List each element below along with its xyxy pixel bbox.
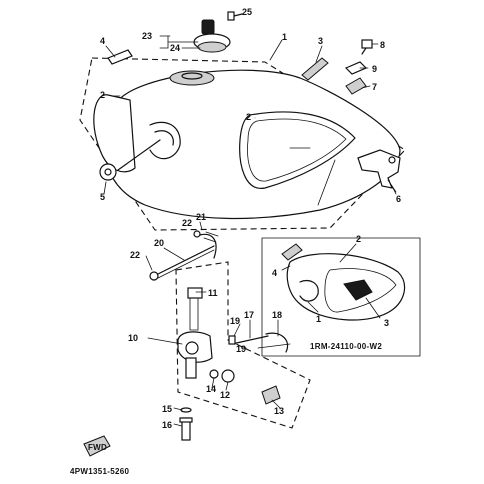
callout-11: 11 (208, 288, 218, 298)
fuel-cock-boundary (175, 261, 311, 429)
tank-assembly-boundary (79, 57, 406, 231)
o-ring (221, 369, 235, 383)
clip-bolt (361, 39, 373, 55)
callout-3: 3 (318, 36, 323, 46)
callout-10: 10 (128, 333, 138, 343)
callout-14: 14 (206, 384, 216, 394)
union-bolt (179, 417, 193, 441)
grommet-nut (99, 163, 117, 181)
callout-2-badge: 2 (246, 112, 251, 122)
callout-19-upper: 19 (230, 316, 240, 326)
fuel-tank (93, 69, 401, 220)
callout-25: 25 (242, 7, 252, 17)
clip-washer (345, 77, 367, 95)
callout-8: 8 (380, 40, 385, 50)
fuel-hose (199, 231, 219, 259)
callout-22-lower: 22 (130, 250, 140, 260)
callout-2: 2 (100, 90, 105, 100)
callout-20: 20 (154, 238, 164, 248)
inset-part-code: 1RM-24110-00-W2 (310, 342, 382, 351)
callout-17: 17 (244, 310, 254, 320)
mounting-bracket (357, 149, 401, 193)
inset-box (261, 237, 421, 357)
hose-clip (193, 230, 201, 238)
callout-12: 12 (220, 390, 230, 400)
leader-lines (103, 35, 397, 427)
inset-callout-4: 4 (272, 268, 277, 278)
fuel-cap (193, 19, 231, 53)
inset-tank (281, 243, 406, 321)
tank-emblem (301, 57, 329, 81)
inset-callout-2: 2 (356, 234, 361, 244)
fwd-label: FWD (88, 443, 107, 452)
sub-hose-clip (228, 335, 236, 345)
washer (180, 407, 192, 413)
fuel-cock (177, 287, 213, 379)
callout-18: 18 (272, 310, 282, 320)
callout-9: 9 (372, 64, 377, 74)
callout-13: 13 (274, 406, 284, 416)
callout-23: 23 (142, 31, 152, 41)
callout-15: 15 (162, 404, 172, 414)
holder-plate (107, 49, 133, 65)
cock-gasket (209, 369, 219, 379)
inset-callout-1: 1 (316, 314, 321, 324)
callout-24: 24 (170, 43, 180, 53)
callout-5: 5 (100, 192, 105, 202)
cap-screw (227, 11, 243, 21)
callout-22-upper: 22 (182, 218, 192, 228)
fwd-arrow-badge: FWD (83, 435, 111, 457)
breather-pipe (149, 245, 215, 281)
inset-callout-3: 3 (384, 318, 389, 328)
callout-6: 6 (396, 194, 401, 204)
callout-7: 7 (372, 82, 377, 92)
callout-1: 1 (282, 32, 287, 42)
callout-19-lower: 19 (236, 344, 246, 354)
callout-21: 21 (196, 212, 206, 222)
cock-screw (261, 385, 281, 405)
callout-4: 4 (100, 36, 105, 46)
diagram-code: 4PW1351-5260 (70, 467, 129, 476)
callout-16: 16 (162, 420, 172, 430)
